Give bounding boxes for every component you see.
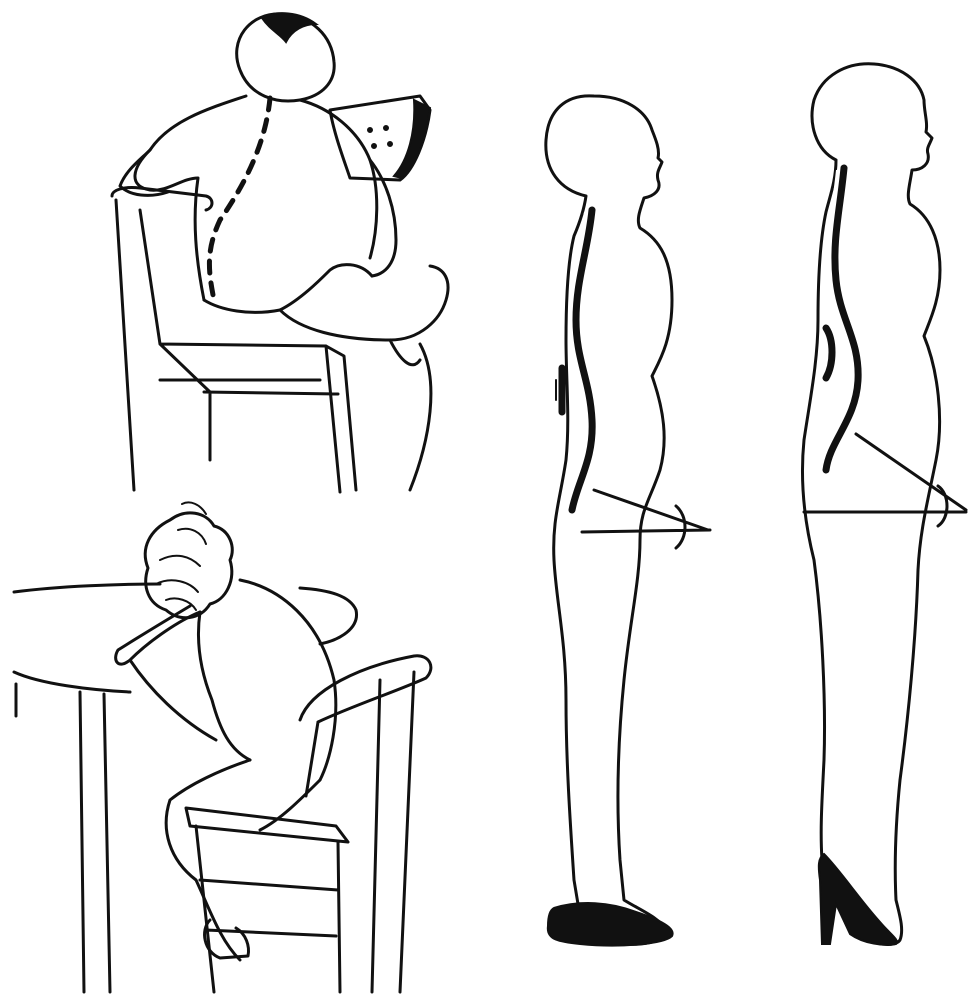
reader-hair [262, 13, 316, 42]
reader-spine-dashed [209, 98, 270, 300]
reader-shorts [204, 265, 372, 313]
flat-pelvis-angle [582, 490, 710, 548]
desk-person-arm [116, 606, 216, 740]
heels-pelvis-angle [804, 434, 966, 526]
book-spine [394, 100, 430, 178]
high-heel-shoe [819, 854, 897, 945]
reader-back [135, 96, 377, 300]
standing-flat-figure [546, 96, 710, 946]
seated-reading-figure [112, 13, 448, 492]
desk-legs [16, 684, 110, 992]
standing-heels-figure [802, 64, 966, 945]
desk-person-hair-curls [156, 502, 206, 610]
desk-chair [186, 656, 431, 992]
reader-chair [112, 187, 356, 492]
flat-shoe [548, 903, 673, 946]
flat-figure-outline [546, 96, 672, 945]
reader-leg [280, 266, 448, 490]
heels-figure-outline [802, 64, 940, 945]
desk-person-torso [199, 580, 336, 780]
seated-desk-figure [14, 502, 431, 992]
desk-person-legs [166, 760, 320, 960]
heels-lumbar-marker [826, 328, 832, 378]
